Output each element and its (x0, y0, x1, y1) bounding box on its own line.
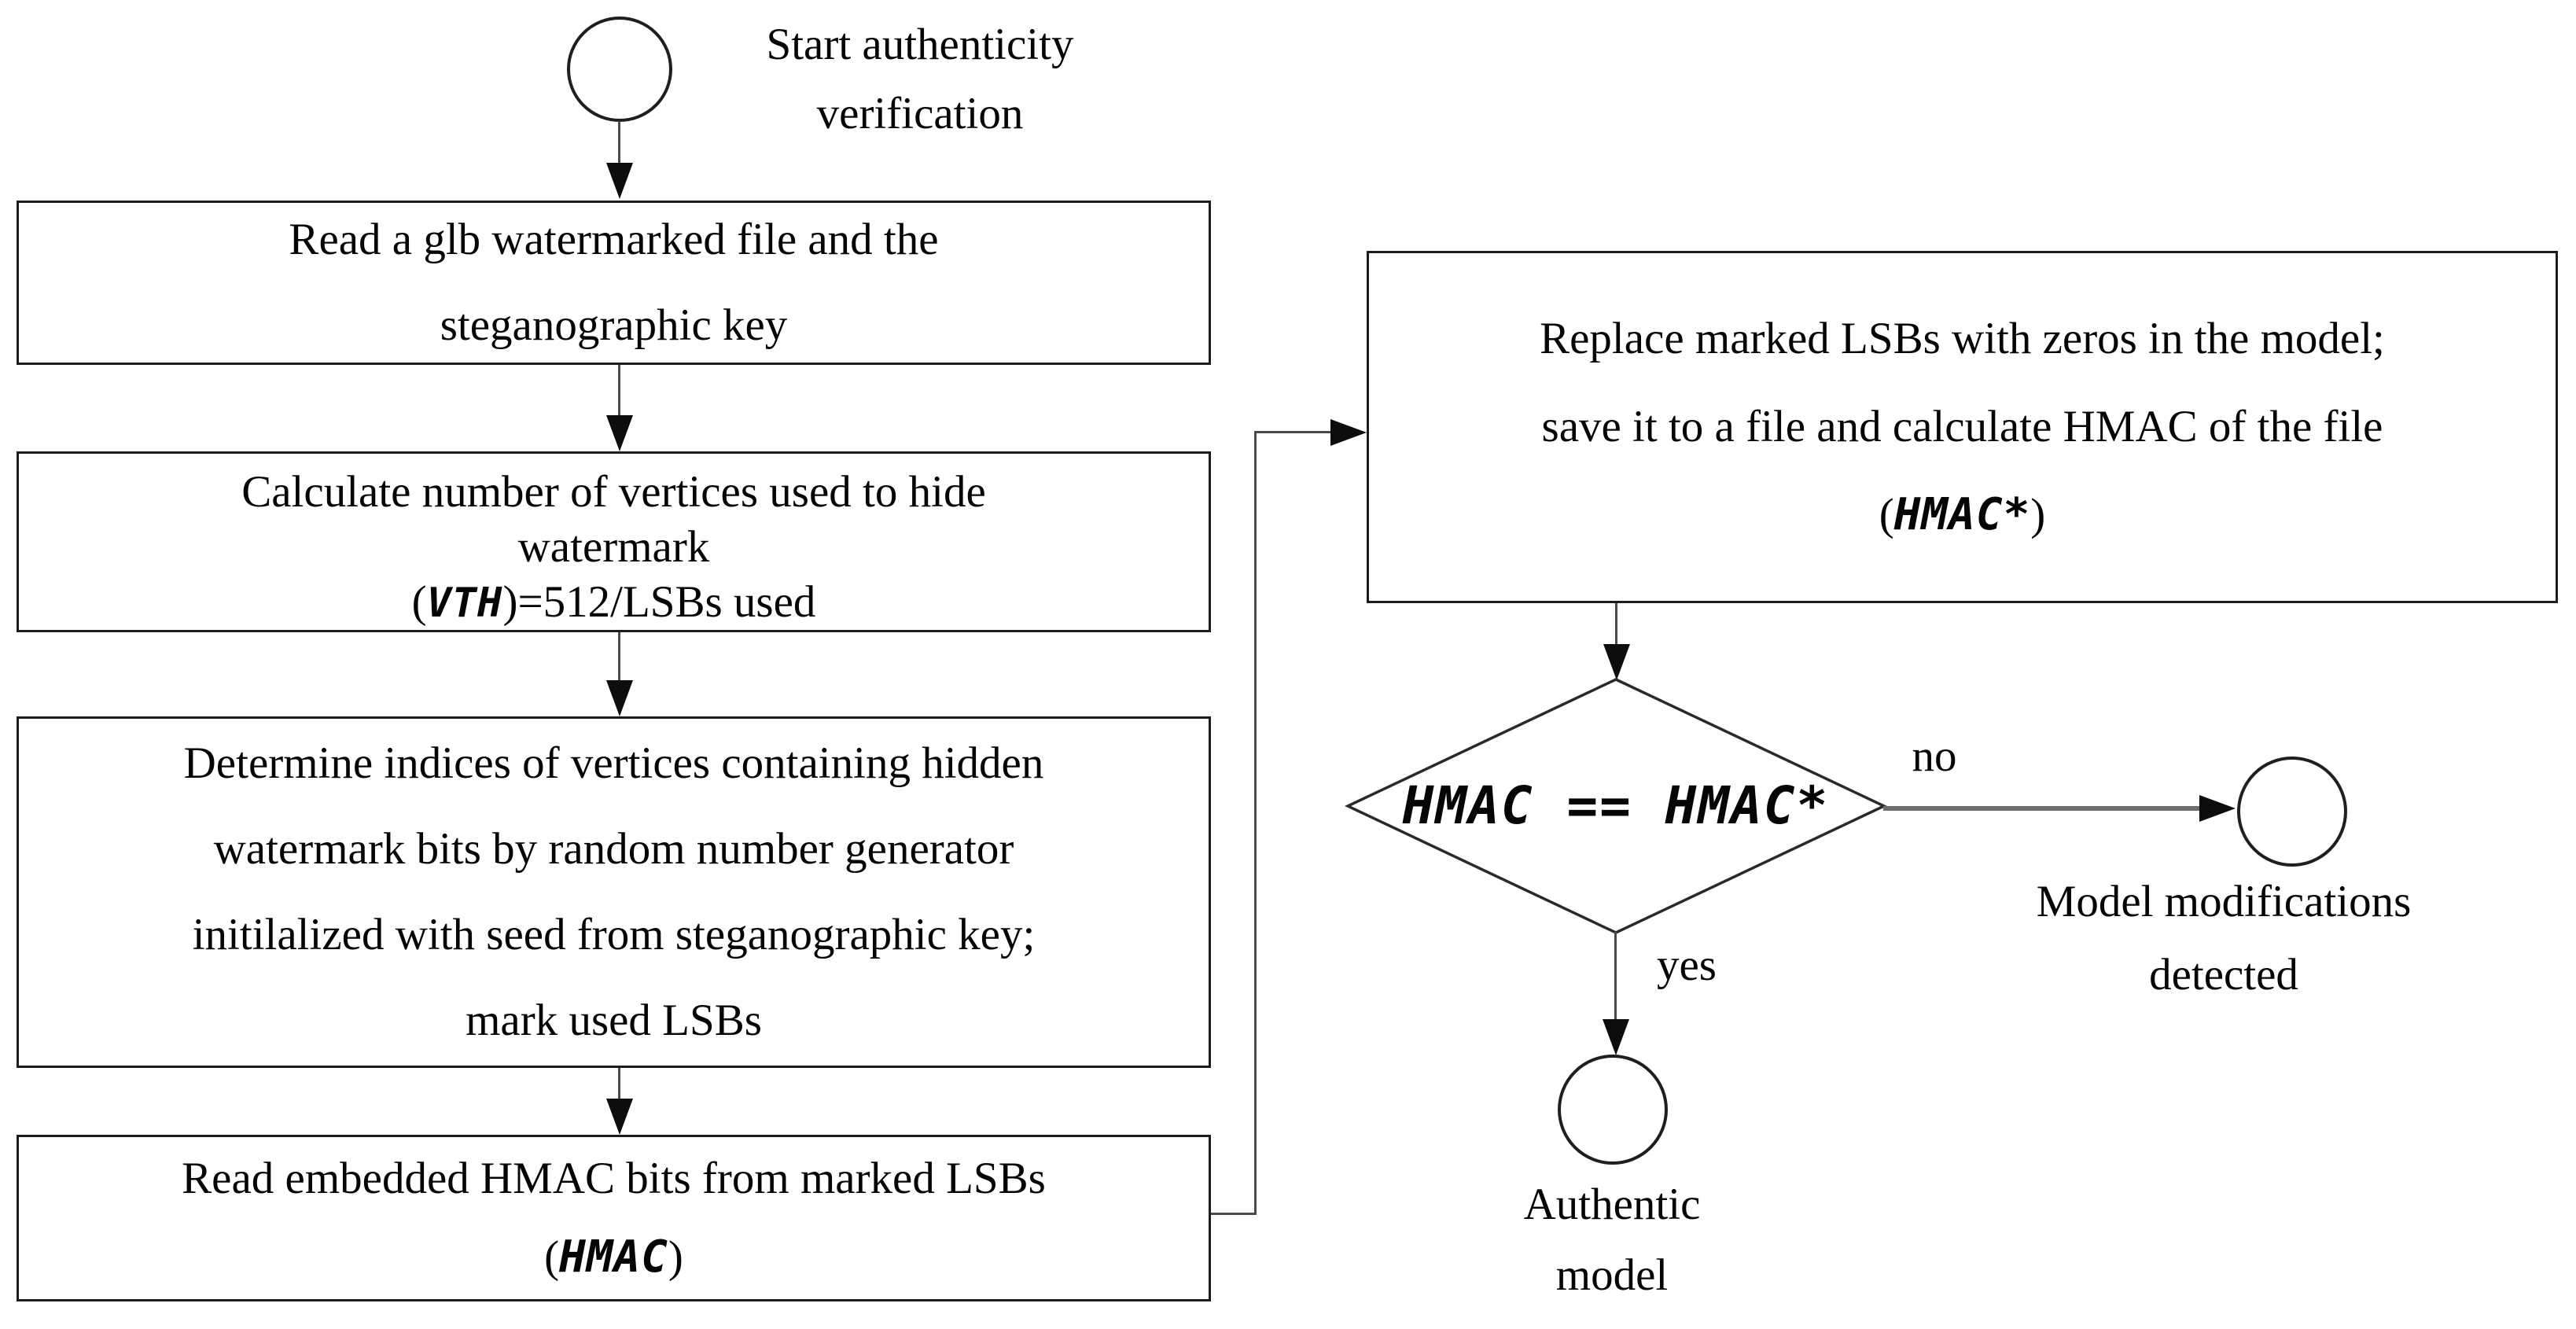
arrowhead-down-icon (1603, 1019, 1629, 1055)
box-text-line: mark used LSBs (466, 996, 762, 1045)
box-formula-line: (HMAC) (544, 1230, 683, 1285)
end-label-modifications: Model modifications detected (1909, 865, 2538, 1011)
connector-segment (1255, 431, 1332, 433)
formula-var-hmac: HMAC (559, 1231, 668, 1283)
process-box-read-file: Read a glb watermarked file and the steg… (17, 201, 1211, 365)
end-label-line2: model (1555, 1250, 1669, 1300)
arrow-stem (1883, 806, 2201, 811)
arrowhead-down-icon (1603, 644, 1630, 680)
box-text-line: Determine indices of vertices containing… (183, 738, 1044, 788)
box-text-line: Read a glb watermarked file and the (289, 215, 939, 264)
arrowhead-down-icon (606, 1099, 633, 1135)
arrowhead-down-icon (606, 163, 633, 199)
end-label-line2: detected (2149, 950, 2298, 1000)
end-label-line1: Authentic (1523, 1180, 1701, 1229)
formula-var-hmac-star: HMAC* (1893, 489, 2031, 540)
arrow-stem (1615, 603, 1617, 646)
end-label-line1: Model modifications (2036, 877, 2412, 926)
box-text-line: Read embedded HMAC bits from marked LSBs (182, 1154, 1046, 1203)
box-text-line: watermark bits by random number generato… (213, 824, 1014, 874)
arrow-stem (618, 1068, 620, 1100)
process-box-determine-indices: Determine indices of vertices containing… (17, 716, 1211, 1068)
end-node-modifications (2237, 757, 2347, 867)
arrow-stem (618, 121, 620, 165)
box-text-line: watermark (517, 522, 710, 572)
process-box-calc-vertices: Calculate number of vertices used to hid… (17, 451, 1211, 632)
formula-paren: ( (411, 577, 427, 627)
branch-label-yes: yes (1657, 941, 1717, 990)
branch-label-no: no (1912, 731, 1957, 781)
box-formula-line: (HMAC*) (1879, 488, 2046, 543)
box-text-line: Calculate number of vertices used to hid… (241, 467, 986, 517)
end-node-authentic (1558, 1055, 1668, 1165)
decision-condition: HMAC == HMAC* (1402, 775, 1830, 836)
start-label: Start authenticity verification (645, 10, 1195, 149)
process-box-replace-lsbs: Replace marked LSBs with zeros in the mo… (1367, 251, 2558, 603)
connector-segment (1211, 1213, 1257, 1215)
arrowhead-right-icon (1330, 419, 1367, 446)
box-formula-line: (VTH)=512/LSBs used (412, 575, 816, 631)
box-text-line: Replace marked LSBs with zeros in the mo… (1540, 314, 2385, 363)
arrow-stem (618, 365, 620, 417)
formula-var-vth: VTH (426, 580, 503, 627)
end-label-authentic: Authentic model (1376, 1169, 1848, 1311)
arrow-stem (1614, 932, 1617, 1021)
arrowhead-right-icon (2199, 795, 2236, 822)
start-label-line2: verification (816, 89, 1024, 138)
arrowhead-down-icon (606, 415, 633, 451)
box-text-line: initilalized with seed from steganograph… (192, 910, 1036, 959)
box-text-line: steganographic key (440, 300, 788, 350)
formula-paren: ) (2030, 490, 2046, 539)
formula-rest: )=512/LSBs used (502, 577, 816, 627)
box-text-line: save it to a file and calculate HMAC of … (1541, 402, 2383, 451)
arrowhead-down-icon (606, 680, 633, 716)
connector-segment (1254, 431, 1257, 1215)
process-box-read-hmac: Read embedded HMAC bits from marked LSBs… (17, 1135, 1211, 1301)
formula-paren: ( (544, 1232, 560, 1282)
formula-paren: ( (1879, 490, 1894, 539)
arrow-stem (618, 632, 620, 682)
start-node-circle (567, 17, 672, 122)
start-label-line1: Start authenticity (766, 20, 1074, 69)
formula-paren: ) (668, 1232, 683, 1282)
